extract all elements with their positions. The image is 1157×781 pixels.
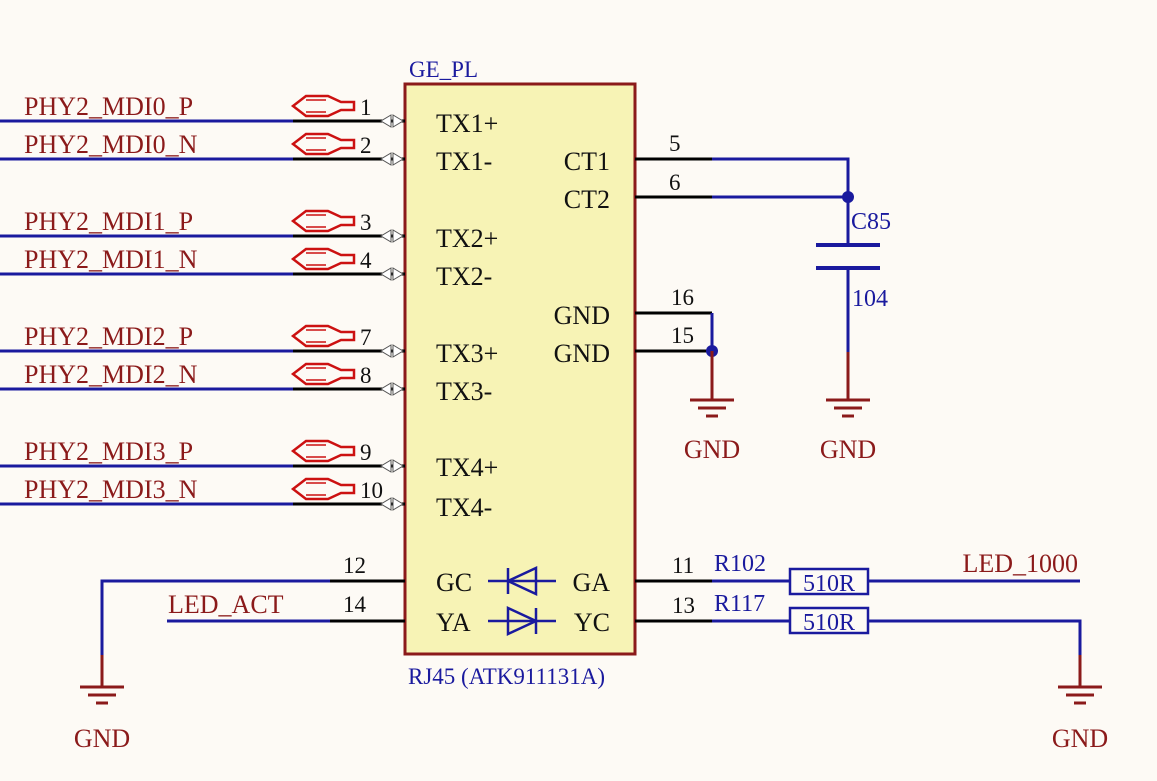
net-label-led-act: LED_ACT <box>168 590 284 619</box>
pin-name-tx4n: TX4- <box>436 493 492 522</box>
capacitor-designator: C85 <box>851 209 891 235</box>
port-label: PHY2_MDI3_N <box>24 475 198 504</box>
resistor-r117-icon <box>788 606 870 635</box>
ground-icon <box>824 388 872 418</box>
pin-number: 2 <box>360 133 372 158</box>
pin-number: 3 <box>360 210 372 235</box>
resistor-r102-icon <box>788 567 870 596</box>
pin-number-16: 16 <box>671 285 694 310</box>
pin-name-tx1n: TX1- <box>436 147 492 176</box>
ground-icon <box>688 388 736 418</box>
pin-number-13: 13 <box>672 593 695 618</box>
connector-body <box>403 82 637 656</box>
port-label: PHY2_MDI1_P <box>24 207 193 236</box>
pin-name-gnd15: GND <box>554 339 610 368</box>
pin-name-tx4p: TX4+ <box>436 453 498 482</box>
port-arrow-icon <box>291 209 356 233</box>
pin-number: 7 <box>360 325 372 350</box>
port-label: PHY2_MDI1_N <box>24 245 198 274</box>
pin-number-6: 6 <box>669 170 681 195</box>
right-pin-wires <box>635 157 712 623</box>
port-label: PHY2_MDI0_P <box>24 92 193 121</box>
ground-icon <box>1056 675 1104 705</box>
pin-name-ct1: CT1 <box>564 147 610 176</box>
port-label: PHY2_MDI2_P <box>24 322 193 351</box>
port-arrow-icon <box>291 362 356 386</box>
net-label-led-1000: LED_1000 <box>962 549 1078 578</box>
ground-icon <box>78 675 126 705</box>
ground-label-cap: GND <box>820 435 876 464</box>
pin-name-tx3p: TX3+ <box>436 339 498 368</box>
pin-name-ga: GA <box>572 568 610 597</box>
pin-name-gnd16: GND <box>554 301 610 330</box>
resistor-r102-value: 510R <box>803 571 855 597</box>
junction-dot <box>842 191 854 203</box>
center-tap-wires <box>712 157 850 245</box>
pin-number-5: 5 <box>669 131 681 156</box>
capacitor-value: 104 <box>852 286 888 312</box>
pin-name-gc: GC <box>436 568 472 597</box>
right-pin-numbers: 5 6 16 15 11 13 <box>669 131 695 618</box>
port-arrow-icon <box>291 94 356 118</box>
led-ya-yc-icon <box>488 606 556 636</box>
pin-name-yc: YC <box>574 608 610 637</box>
resistor-r117-designator: R117 <box>714 591 765 617</box>
pin-name-tx2p: TX2+ <box>436 224 498 253</box>
port-label: PHY2_MDI2_N <box>24 360 198 389</box>
ground-label-led: GND <box>1052 724 1108 753</box>
pin-number-11: 11 <box>672 553 694 578</box>
component-value: RJ45 (ATK911131A) <box>408 664 605 689</box>
component-designator: GE_PL <box>409 57 478 82</box>
gc-gnd-wire <box>100 579 330 655</box>
port-arrow-icon <box>291 477 356 501</box>
pin-number-15: 15 <box>671 323 694 348</box>
port-arrow-icon <box>291 324 356 348</box>
pin-number: 9 <box>360 440 372 465</box>
resistor-r117-value: 510R <box>803 610 855 636</box>
pin-number-14: 14 <box>343 592 367 617</box>
pin-number: 8 <box>360 363 372 388</box>
ground-label-gc: GND <box>74 724 130 753</box>
port-label: PHY2_MDI3_P <box>24 437 193 466</box>
pin-number: 1 <box>360 95 372 120</box>
pin-number: 10 <box>360 478 383 503</box>
port-label: PHY2_MDI0_N <box>24 130 198 159</box>
port-arrow-icon <box>291 132 356 156</box>
pin-name-tx1p: TX1+ <box>436 109 498 138</box>
capacitor-icon <box>816 243 880 270</box>
pin-name-tx2n: TX2- <box>436 262 492 291</box>
pin-number-12: 12 <box>343 553 366 578</box>
pin-name-tx3n: TX3- <box>436 377 492 406</box>
ground-label-shield: GND <box>684 435 740 464</box>
pin-name-ct2: CT2 <box>564 185 610 214</box>
resistor-r102-designator: R102 <box>714 551 766 577</box>
port-arrow-icon <box>291 247 356 271</box>
yc-gnd-wire <box>712 619 1082 655</box>
pin-number: 4 <box>360 248 372 273</box>
right-pin-names: CT1 CT2 GND GND GA YC <box>554 147 611 637</box>
led-gc-ga-icon <box>488 566 556 596</box>
pin-name-ya: YA <box>436 608 471 637</box>
left-pin-names: TX1+ TX1- TX2+ TX2- TX3+ TX3- TX4+ TX4- … <box>436 109 498 637</box>
port-arrow-icon <box>291 439 356 463</box>
